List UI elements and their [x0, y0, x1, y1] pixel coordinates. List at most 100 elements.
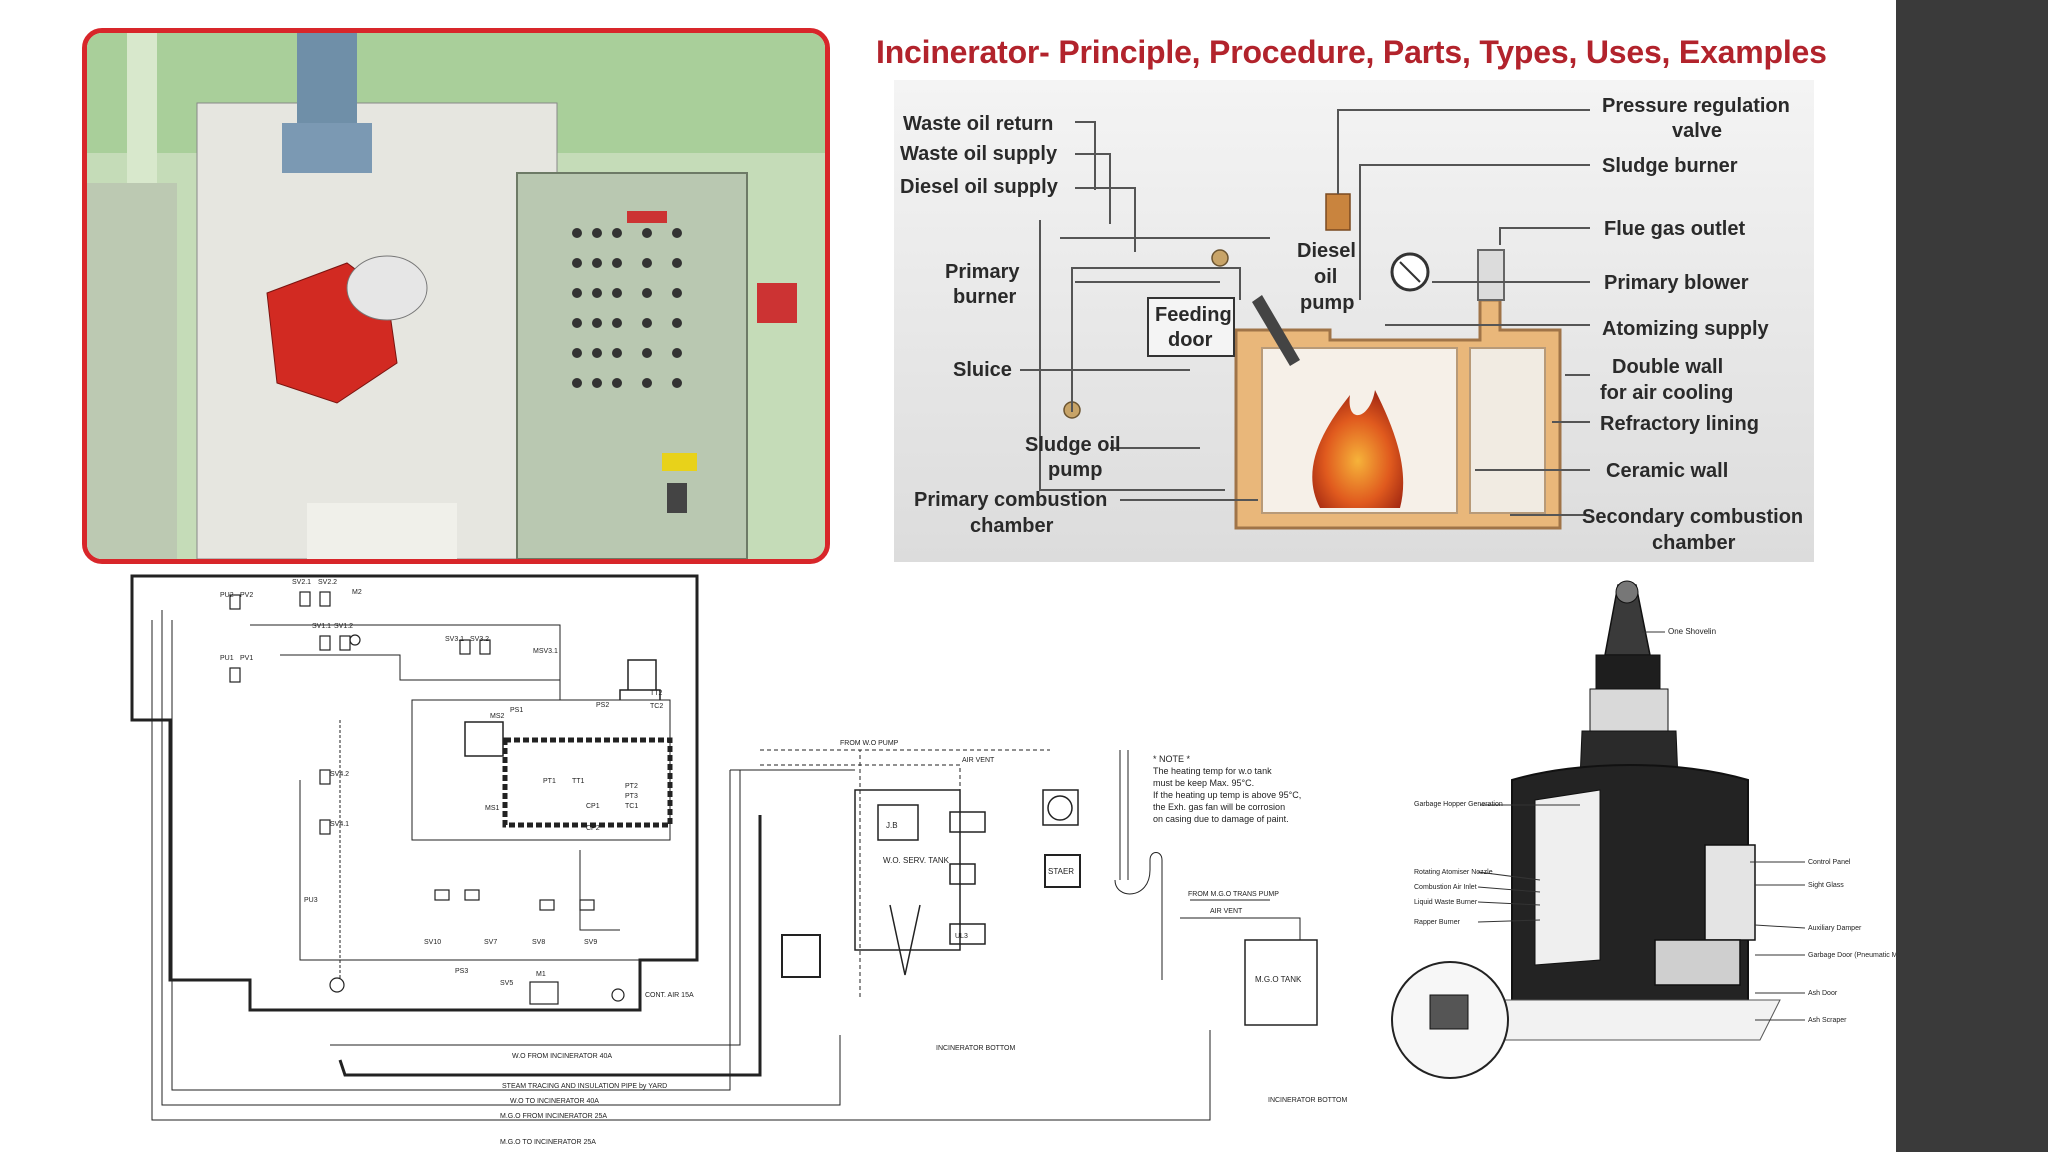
cutaway-label-1: Garbage Hopper Generation [1414, 801, 1503, 808]
pipe-wo-from-incinerator: W.O FROM INCINERATOR 40A [512, 1053, 612, 1060]
tag-sv2-1: SV2.1 [292, 579, 311, 586]
cutaway-label-10: Ash Door [1808, 990, 1838, 997]
pipe-air-vent-2: AIR VENT [1210, 908, 1243, 915]
tag-ps3: PS3 [455, 968, 468, 975]
label-ceramic-wall: Ceramic wall [1606, 460, 1728, 482]
cutaway-label-6: Control Panel [1808, 859, 1851, 866]
tag-sv7: SV7 [484, 939, 497, 946]
tag-m1: M1 [536, 971, 546, 978]
piping-schematic [130, 574, 1318, 1121]
tag-pt2: PT2 [625, 783, 638, 790]
tag-sv9: SV9 [584, 939, 597, 946]
tag-sv3-2: SV3.2 [470, 636, 489, 643]
note-line-1: The heating temp for w.o tank [1153, 766, 1272, 776]
label-feeding-door-1: Feeding [1155, 304, 1232, 326]
cutaway-label-7: Sight Glass [1808, 882, 1844, 889]
cutaway-label-4: Liquid Waste Burner [1414, 899, 1478, 906]
label-pressure-valve-1: Pressure regulation [1602, 95, 1790, 117]
note-line-5: on casing due to damage of paint. [1153, 814, 1289, 824]
cutaway-label-0: One Shovelin [1668, 627, 1716, 636]
incinerator-cutaway: One Shovelin Garbage Hopper Generation R… [1391, 580, 1919, 1079]
label-diesel-oil-pump-3: pump [1300, 292, 1354, 314]
note-line-2: must be keep Max. 95°C. [1153, 778, 1254, 788]
tag-sv4-2: SV4.2 [330, 771, 349, 778]
label-waste-oil-supply: Waste oil supply [900, 143, 1058, 165]
tank-mgo: M.G.O TANK [1255, 975, 1302, 984]
tag-pt3: PT3 [625, 793, 638, 800]
tag-msv3-1: MSV3.1 [533, 648, 558, 655]
label-secondary-combustion-2: chamber [1652, 532, 1736, 554]
tag-tc2: TC2 [650, 703, 663, 710]
tag-sv10: SV10 [424, 939, 441, 946]
tag-sv4-1: SV4.1 [330, 821, 349, 828]
pipe-incinerator-bottom-1: INCINERATOR BOTTOM [936, 1045, 1016, 1052]
tag-tt2: TT2 [650, 690, 663, 697]
pipe-from-wo-pump: FROM W.O PUMP [840, 740, 899, 747]
tag-pu3: PU3 [304, 897, 318, 904]
incinerator-diagram: Waste oil return Waste oil supply Diesel… [894, 80, 1814, 562]
label-refractory-lining: Refractory lining [1600, 413, 1759, 435]
cutaway-label-2: Rotating Atomiser Nozzle [1414, 869, 1493, 876]
photo-illustration [87, 33, 825, 559]
tag-tt1: TT1 [572, 778, 585, 785]
tag-sv8: SV8 [532, 939, 545, 946]
label-primary-blower: Primary blower [1604, 272, 1749, 294]
label-sludge-burner: Sludge burner [1602, 155, 1738, 177]
flame-icon [1312, 390, 1404, 508]
tag-ul3: UL3 [955, 933, 968, 940]
label-atomizing-supply: Atomizing supply [1602, 318, 1770, 340]
tag-ms1: MS1 [485, 805, 500, 812]
label-feeding-door-2: door [1168, 329, 1213, 351]
tag-pv2: PV2 [240, 592, 253, 599]
note-title: * NOTE * [1153, 754, 1191, 764]
pipe-air-vent-1: AIR VENT [962, 757, 995, 764]
cutaway-label-11: Ash Scraper [1808, 1017, 1847, 1024]
pipe-from-mgo-trans: FROM M.G.O TRANS PUMP [1188, 891, 1279, 898]
cutaway-label-8: Auxiliary Damper [1808, 925, 1862, 932]
tag-pt1: PT1 [543, 778, 556, 785]
tag-pu1: PU1 [220, 655, 234, 662]
label-primary-combustion-2: chamber [970, 515, 1054, 537]
tag-sv1-2: SV1.2 [334, 623, 353, 630]
label-diesel-oil-supply: Diesel oil supply [900, 176, 1059, 198]
label-pressure-valve-2: valve [1672, 120, 1722, 142]
label-sludge-oil-pump-2: pump [1048, 459, 1102, 481]
tag-ps1: PS1 [510, 707, 523, 714]
label-waste-oil-return: Waste oil return [903, 113, 1053, 135]
tank-wo-serv: W.O. SERV. TANK [883, 856, 950, 865]
page-title: Incinerator- Principle, Procedure, Parts… [876, 34, 1827, 70]
label-primary-combustion-1: Primary combustion [914, 489, 1107, 511]
tag-cp2: CP2 [586, 825, 600, 832]
tag-ms2: MS2 [490, 713, 505, 720]
tag-sv1-1: SV1.1 [312, 623, 331, 630]
tag-pu2: PU2 [220, 592, 234, 599]
incinerator-photo [82, 28, 830, 564]
tank-jb: J.B [886, 821, 898, 830]
label-primary-burner-1: Primary [945, 261, 1020, 283]
label-sludge-oil-pump-1: Sludge oil [1025, 434, 1121, 456]
label-diesel-oil-pump-2: oil [1314, 266, 1337, 288]
cutaway-label-3: Combustion Air Inlet [1414, 884, 1477, 891]
note-line-3: If the heating up temp is above 95°C, [1153, 790, 1301, 800]
tag-pv1: PV1 [240, 655, 253, 662]
label-secondary-combustion-1: Secondary combustion [1582, 506, 1803, 528]
label-diesel-oil-pump-1: Diesel [1297, 240, 1356, 262]
pipe-mgo-to-incinerator: M.G.O TO INCINERATOR 25A [500, 1139, 596, 1146]
label-primary-burner-2: burner [953, 286, 1017, 308]
pipe-mgo-from-incinerator: M.G.O FROM INCINERATOR 25A [500, 1113, 607, 1120]
tag-sv2-2: SV2.2 [318, 579, 337, 586]
tag-tc1: TC1 [625, 803, 638, 810]
cutaway-label-5: Rapper Burner [1414, 919, 1461, 926]
tag-sv3-1: SV3.1 [445, 636, 464, 643]
pipe-incinerator-bottom-2: INCINERATOR BOTTOM [1268, 1097, 1348, 1104]
secondary-combustion-chamber [1469, 347, 1546, 514]
tag-m2: M2 [352, 589, 362, 596]
cutaway-label-9: Garbage Door (Pneumatic Material) [1808, 952, 1919, 959]
schematic-text: * NOTE * The heating temp for w.o tank m… [220, 579, 1348, 1146]
label-double-wall-1: Double wall [1612, 356, 1723, 378]
starter-label: STAER [1048, 867, 1074, 876]
label-sluice: Sluice [953, 359, 1012, 381]
primary-burner [1252, 295, 1300, 366]
pipe-wo-to-incinerator: W.O TO INCINERATOR 40A [510, 1098, 599, 1105]
